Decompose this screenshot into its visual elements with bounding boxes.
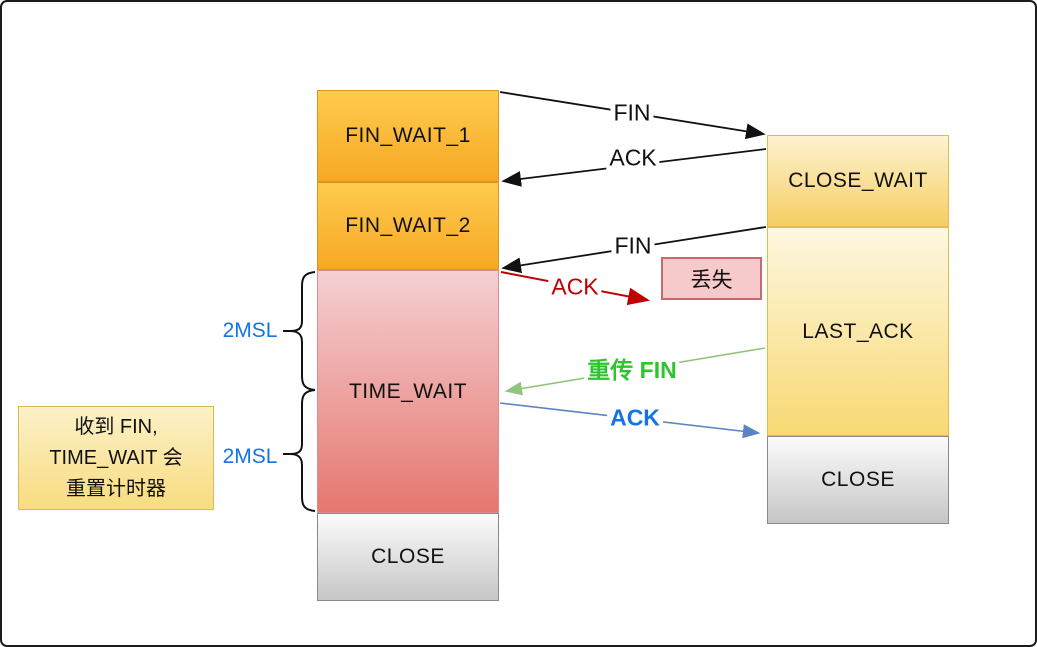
state-label: CLOSE_WAIT — [788, 169, 928, 192]
arrow-label-fin-1: FIN — [610, 99, 654, 127]
note-line: TIME_WAIT 会 — [49, 446, 183, 469]
state-box-fin-wait-1: FIN_WAIT_1 — [317, 90, 499, 182]
state-label: FIN_WAIT_2 — [345, 214, 471, 237]
arrow-label-retransmit-fin: 重传 FIN — [584, 351, 680, 385]
note-line: 收到 FIN, — [74, 415, 158, 438]
state-label: TIME_WAIT — [348, 379, 468, 403]
brace-2msl-upper — [289, 271, 316, 391]
lost-label: 丢失 — [690, 268, 733, 292]
arrow-label-fin-2: FIN — [611, 232, 655, 260]
state-label: CLOSE — [821, 468, 895, 491]
state-box-time-wait: TIME_WAIT — [317, 270, 499, 513]
state-label: FIN_WAIT_1 — [345, 124, 471, 147]
state-label: CLOSE — [371, 545, 445, 568]
brace-2msl-lower — [289, 389, 316, 512]
note-line: 重置计时器 — [66, 477, 166, 500]
state-box-close-left: CLOSE — [317, 513, 499, 601]
state-label: LAST_ACK — [802, 319, 914, 343]
lost-packet-box: 丢失 — [661, 257, 762, 300]
msl-label-lower: 2MSL — [220, 445, 280, 469]
state-box-fin-wait-2: FIN_WAIT_2 — [317, 182, 499, 270]
msl-label-upper: 2MSL — [220, 319, 280, 343]
state-box-close-wait: CLOSE_WAIT — [767, 135, 949, 227]
state-box-close-right: CLOSE — [767, 436, 949, 524]
arrow-label-ack-final: ACK — [607, 404, 663, 432]
time-wait-note-box: 收到 FIN, TIME_WAIT 会 重置计时器 — [18, 406, 214, 510]
arrow-label-ack-lost: ACK — [548, 273, 602, 301]
state-box-last-ack: LAST_ACK — [767, 227, 949, 436]
arrow-label-ack-1: ACK — [606, 144, 660, 172]
